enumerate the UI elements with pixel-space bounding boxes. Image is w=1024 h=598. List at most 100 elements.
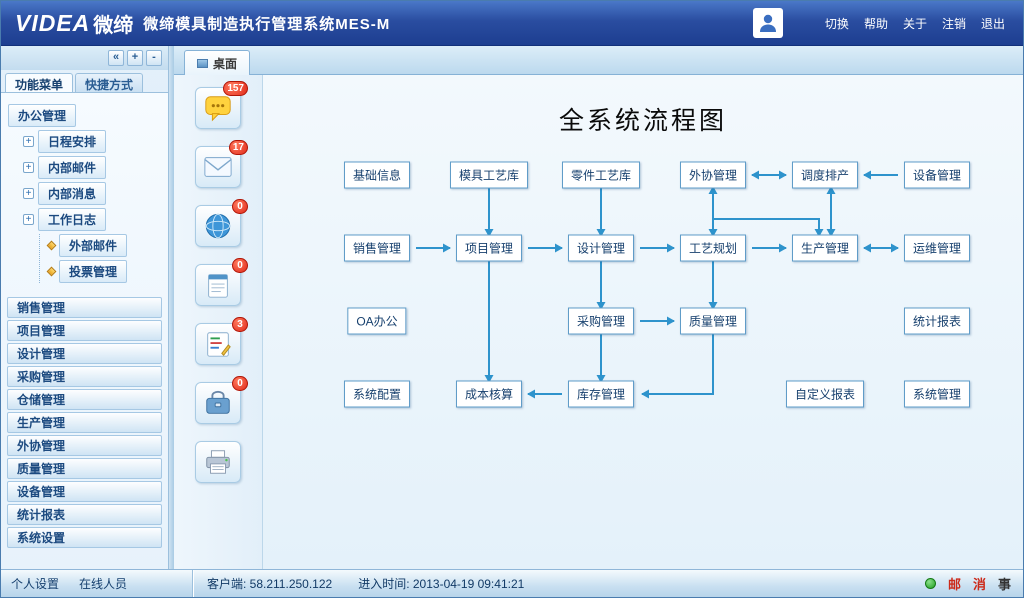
flow-node-custom-report[interactable]: 自定义报表 [785,380,865,408]
sidebar-item[interactable]: 项目管理 [7,320,162,341]
sidebar-collapse-button[interactable]: « [108,50,124,66]
flow-node-dispatch-scheduling[interactable]: 调度排产 [791,161,859,189]
flow-node-outsource-mgmt[interactable]: 外协管理 [679,161,747,189]
app-tile-printer[interactable] [195,441,241,483]
tree-item-label: 内部消息 [38,182,107,205]
enter-time: 进入时间: 2013-04-19 09:41:21 [358,577,525,591]
sidebar-splitter[interactable] [169,46,174,569]
tree-subitem-label: 外部邮件 [59,234,128,257]
flow-node-stats-report[interactable]: 统计报表 [903,307,971,335]
header-link-exit[interactable]: 退出 [980,16,1005,31]
tree-item[interactable]: + 日程安排 [23,130,164,153]
app-tile-globe[interactable]: 0 [195,199,248,247]
tray-mail[interactable]: 邮 [947,577,961,592]
sidebar-tab-shortcuts[interactable]: 快捷方式 [75,73,144,92]
flow-edge [713,218,824,237]
app-tile-mail[interactable]: 17 [195,140,248,188]
flow-node-inventory-mgmt[interactable]: 库存管理 [567,380,635,408]
sidebar-item[interactable]: 设备管理 [7,481,162,502]
tree-subitem[interactable]: 外部邮件 [46,234,164,257]
statusbar-right: 邮消事 [913,574,1023,593]
flow-node-production-mgmt[interactable]: 生产管理 [791,234,859,262]
expand-icon[interactable]: + [23,136,34,147]
tray-event[interactable]: 事 [997,577,1011,592]
notification-badge: 0 [232,258,248,273]
user-avatar-button[interactable] [752,8,783,38]
sidebar-item[interactable]: 仓储管理 [7,389,162,410]
sidebar-item[interactable]: 质量管理 [7,458,162,479]
tree-root-office-mgmt[interactable]: 办公管理 [8,104,164,127]
sidebar-item[interactable]: 生产管理 [7,412,162,433]
flow-node-project-mgmt[interactable]: 项目管理 [455,234,523,262]
flowchart-title: 全系统流程图 [558,108,727,135]
tree-subitem[interactable]: 投票管理 [46,260,164,283]
flow-edges [416,170,899,399]
tab-desktop[interactable]: 桌面 [184,50,251,75]
notification-badge: 0 [232,199,248,214]
flow-node-system-config[interactable]: 系统配置 [343,380,411,408]
app-tile-tasks[interactable]: 3 [195,317,248,365]
online-status-icon[interactable] [924,578,936,589]
flow-node-purchase-mgmt[interactable]: 采购管理 [567,307,635,335]
tab-desktop-label: 桌面 [213,56,238,71]
header-link-help[interactable]: 帮助 [863,16,888,31]
tree-item-label: 日程安排 [38,130,107,153]
flow-node-system-mgmt[interactable]: 系统管理 [903,380,971,408]
tray-message[interactable]: 消 [972,577,986,592]
sidebar-tab-function-menu[interactable]: 功能菜单 [5,73,74,92]
header-link-about[interactable]: 关于 [902,16,927,31]
sidebar-collapse-all-button[interactable]: - [146,50,162,66]
expand-icon[interactable]: + [23,162,34,173]
icon-strip: 157 17 0 0 3 0 [174,75,262,569]
tasks-icon [203,329,233,359]
notification-badge: 17 [228,140,248,155]
sidebar-item[interactable]: 统计报表 [7,504,162,525]
flow-node-basic-info[interactable]: 基础信息 [343,161,411,189]
flow-node-part-craft-lib[interactable]: 零件工艺库 [561,161,641,189]
flow-node-quality-mgmt[interactable]: 质量管理 [679,307,747,335]
flow-node-maintenance-mgmt[interactable]: 运维管理 [903,234,971,262]
expand-icon[interactable]: + [23,188,34,199]
sidebar-expand-all-button[interactable]: + [127,50,143,66]
user-icon [759,14,776,32]
sidebar-item[interactable]: 设计管理 [7,343,162,364]
flow-canvas: 全系统流程图 基础信息 模具工艺库 零件工艺库 外协管理 调度排产 设备管理销售管理 项目管… [262,75,1023,569]
header-link-switch[interactable]: 切换 [824,16,849,31]
expand-icon[interactable]: + [23,214,34,225]
sidebar-item[interactable]: 系统设置 [7,527,162,548]
status-bar: 个人设置 在线人员 客户端: 58.211.250.122 进入时间: 2013-… [1,569,1023,597]
tree-item[interactable]: +工作日志 [23,208,164,231]
tree-root-label: 办公管理 [8,104,77,127]
sidebar: « + - 功能菜单快捷方式 办公管理 +日程安排+内部邮件+内部消息+工作日志… [1,46,169,569]
app-tile-chat[interactable]: 157 [195,81,248,129]
header-link-logout[interactable]: 注销 [941,16,966,31]
tree-item[interactable]: + 内部消息 [23,182,164,205]
flow-node-mold-craft-lib[interactable]: 模具工艺库 [449,161,529,189]
tree-subitem-label: 投票管理 [59,260,128,283]
diamond-icon [46,240,57,251]
flow-node-oa-office[interactable]: OA办公 [347,307,407,335]
app-tile-bag[interactable]: 0 [195,376,248,424]
tab-strip: 桌面 [174,46,1023,75]
tree-children: +日程安排+内部邮件+内部消息+工作日志外部邮件投票管理 [23,130,164,283]
notification-badge: 3 [232,317,248,332]
notification-badge: 0 [232,376,248,391]
tree-item[interactable]: +内部邮件 [23,156,164,179]
sidebar-item[interactable]: 外协管理 [7,435,162,456]
online-users-link[interactable]: 在线人员 [79,577,128,591]
accordion-list: 销售管理项目管理设计管理采购管理仓储管理生产管理外协管理质量管理设备管理统计报表… [5,297,164,548]
flow-node-equipment-mgmt[interactable]: 设备管理 [903,161,971,189]
printer-icon [203,447,233,477]
sidebar-item[interactable]: 采购管理 [7,366,162,387]
app-tile-notepad[interactable]: 0 [195,258,248,306]
statusbar-info: 客户端: 58.211.250.122 进入时间: 2013-04-19 09:… [193,575,538,592]
sidebar-item[interactable]: 销售管理 [7,297,162,318]
flow-node-design-mgmt[interactable]: 设计管理 [567,234,635,262]
flow-node-process-planning[interactable]: 工艺规划 [679,234,747,262]
client-address: 客户端: 58.211.250.122 [207,577,333,591]
flow-node-cost-accounting[interactable]: 成本核算 [455,380,523,408]
personal-settings-link[interactable]: 个人设置 [11,577,60,591]
flow-node-sales-mgmt[interactable]: 销售管理 [343,234,411,262]
